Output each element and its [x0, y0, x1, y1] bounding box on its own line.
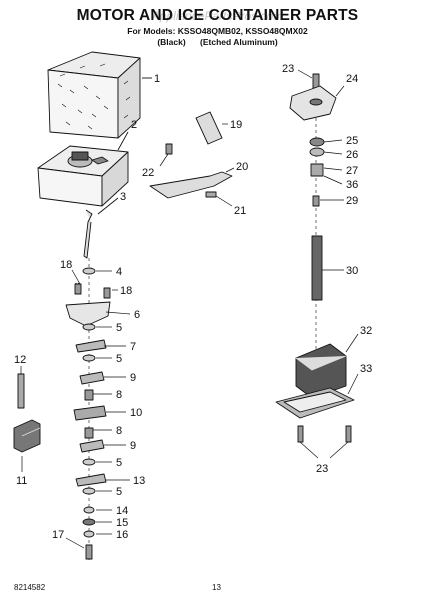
callout-6: 6 — [134, 309, 140, 321]
callout-1: 1 — [154, 73, 160, 85]
variant-line: (Black) (Etched Aluminum) — [0, 37, 435, 47]
callout-30: 30 — [346, 265, 358, 277]
callout-25: 25 — [346, 135, 358, 147]
callout-22: 22 — [142, 167, 154, 179]
watermark: AppliancePartsPros.com — [151, 9, 284, 23]
callout-2: 2 — [131, 119, 137, 131]
page-number: 13 — [212, 583, 221, 592]
callout-32: 32 — [360, 325, 372, 337]
doc-number: 8214582 — [14, 583, 46, 592]
callout-23-top: 23 — [282, 63, 294, 75]
callout-17: 17 — [52, 529, 64, 541]
callout-24: 24 — [346, 73, 358, 85]
callout-18b: 18 — [120, 285, 132, 297]
leader-lines — [20, 69, 359, 549]
callout-12: 12 — [14, 354, 26, 366]
callout-9b: 9 — [130, 440, 136, 452]
models-line: For Models: KSSO48QMB02, KSSO48QMX02 — [127, 26, 308, 36]
callout-5c: 5 — [116, 457, 122, 469]
callout-21: 21 — [234, 205, 246, 217]
variant-black: (Black) — [157, 37, 186, 47]
callout-3: 3 — [120, 191, 126, 203]
callout-8a: 8 — [116, 389, 122, 401]
linkage-parts — [149, 111, 233, 199]
callout-labels: 1 2 3 4 5 5 5 5 6 7 8 8 9 9 10 11 12 13 … — [14, 63, 372, 541]
callout-5a: 5 — [116, 322, 122, 334]
callout-5d: 5 — [116, 486, 122, 498]
callout-29: 29 — [346, 195, 358, 207]
callout-15: 15 — [116, 517, 128, 529]
callout-27: 27 — [346, 165, 358, 177]
callout-16: 16 — [116, 529, 128, 541]
callout-7: 7 — [130, 341, 136, 353]
callout-18a: 18 — [60, 259, 72, 271]
auger-shaft — [83, 209, 93, 259]
callout-11: 11 — [16, 475, 27, 487]
page-title: MOTOR AND ICE CONTAINER PARTS — [76, 7, 359, 24]
callout-14: 14 — [116, 505, 128, 517]
callout-10: 10 — [130, 407, 142, 419]
left-stack-parts — [13, 267, 111, 560]
callout-9a: 9 — [130, 372, 136, 384]
right-stack-parts — [275, 73, 355, 443]
callout-36: 36 — [346, 179, 358, 191]
callout-33: 33 — [360, 363, 372, 375]
variant-aluminum: (Etched Aluminum) — [200, 37, 278, 47]
callout-4: 4 — [116, 266, 122, 278]
callout-20: 20 — [236, 161, 248, 173]
callout-19: 19 — [230, 119, 242, 131]
motor-housing-part — [37, 145, 129, 207]
callout-23-bottom: 23 — [316, 463, 328, 475]
ice-container-part — [47, 51, 141, 139]
leader-2 — [117, 131, 129, 151]
callout-8b: 8 — [116, 425, 122, 437]
callout-5b: 5 — [116, 353, 122, 365]
callout-13: 13 — [133, 475, 145, 487]
leader-3 — [97, 197, 119, 215]
callout-26: 26 — [346, 149, 358, 161]
